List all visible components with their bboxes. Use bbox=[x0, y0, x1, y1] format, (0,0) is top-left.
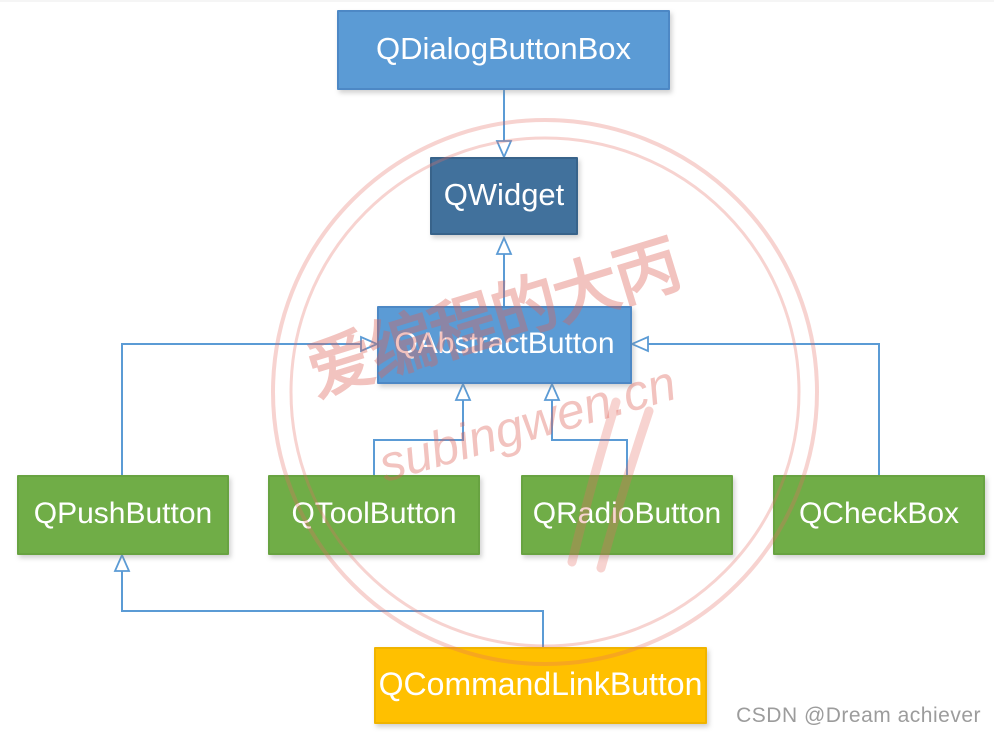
class-box-qpushbutton: QPushButton bbox=[17, 475, 229, 555]
class-name-label: QPushButton bbox=[33, 496, 213, 530]
class-box-qdialogbuttonbox: QDialogButtonBox bbox=[337, 10, 670, 90]
class-name-label: QRadioButton bbox=[532, 496, 722, 530]
class-box-qradiobutton: QRadioButton bbox=[521, 475, 733, 555]
class-name-label: QDialogButtonBox bbox=[375, 31, 632, 66]
class-box-qtoolbutton: QToolButton bbox=[268, 475, 480, 555]
class-box-qwidget: QWidget bbox=[430, 157, 578, 235]
class-name-label: QToolButton bbox=[291, 496, 457, 530]
class-name-label: QAbstractButton bbox=[394, 326, 615, 360]
class-name-label: QWidget bbox=[443, 177, 565, 212]
class-box-qabstractbutton: QAbstractButton bbox=[377, 306, 632, 384]
class-name-label: QCommandLinkButton bbox=[378, 666, 703, 702]
class-name-label: QCheckBox bbox=[798, 496, 960, 530]
credit-text: CSDN @Dream achiever bbox=[736, 703, 981, 727]
class-box-qcommandlinkbutton: QCommandLinkButton bbox=[374, 647, 707, 724]
class-box-qcheckbox: QCheckBox bbox=[773, 475, 985, 555]
